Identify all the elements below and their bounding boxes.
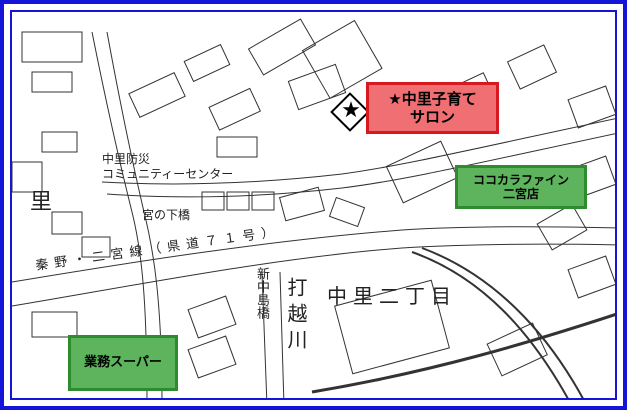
map-area: ★ ★中里子育て サロン ココカラファイン 二宮店 業務スーパー 中里防災 コミ…: [10, 10, 617, 400]
railway-c: [311, 313, 615, 394]
bosai-label-2: コミュニティーセンター: [102, 167, 234, 181]
salon-box: ★中里子育て サロン: [366, 82, 499, 134]
road-edge-south: [12, 243, 615, 307]
edge-label: 里: [30, 190, 53, 215]
bridge-label-new: 新中島橋: [254, 267, 269, 319]
gyomu-box: 業務スーパー: [68, 335, 178, 391]
railway-a: [411, 251, 569, 398]
left-road-b: [106, 31, 163, 398]
railway-b: [421, 247, 584, 398]
river-bank-west: [261, 271, 268, 398]
bosai-label-1: 中里防災: [102, 152, 151, 166]
district-label: 中里二丁目: [327, 284, 457, 308]
bridge-label-lower: 宮の下橋: [142, 208, 191, 222]
star-glyph: ★: [341, 98, 361, 123]
cocokara-box: ココカラファイン 二宮店: [455, 165, 587, 209]
river-bank-east: [279, 271, 285, 398]
left-road-a: [91, 31, 148, 398]
upper-road-north: [101, 118, 615, 185]
map-lines: [12, 18, 615, 398]
upper-road-south: [106, 133, 615, 198]
river-label: 打越川: [284, 277, 308, 355]
road-edge-north: [12, 226, 615, 283]
